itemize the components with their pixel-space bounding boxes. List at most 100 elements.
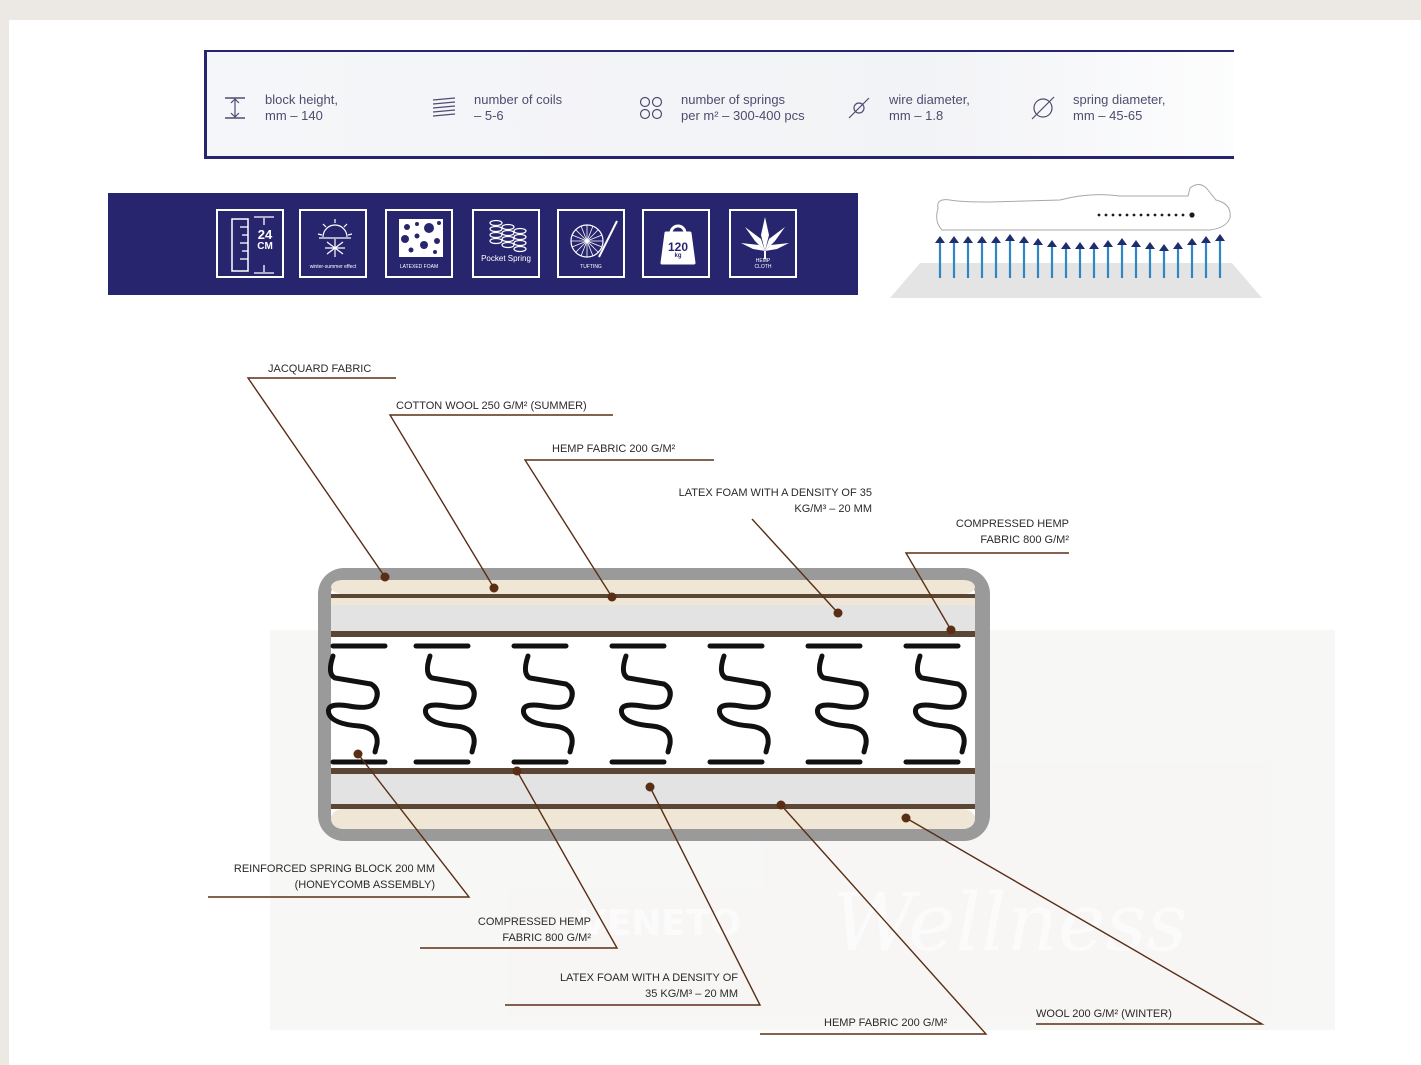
- watermark-brand: VENETO: [579, 903, 741, 944]
- badge-tufting: TUFTING: [557, 209, 625, 278]
- leader-cotton: [388, 414, 613, 589]
- badge-label: winter-summer effect: [309, 264, 357, 270]
- pressure-arrow-head: [949, 236, 959, 243]
- label-wool: WOOL 200 G/M² (WINTER): [1036, 1008, 1172, 1020]
- label-compressed-bottom: COMPRESSED HEMP FABRIC 800 G/M²: [477, 916, 591, 944]
- badge-label: HEMP CLOTH: [754, 258, 772, 270]
- leader-jacquard: [246, 377, 396, 578]
- height-24cm-icon: [231, 216, 274, 274]
- leader-wool: [905, 817, 1265, 1025]
- winter-summer-icon: [317, 219, 353, 257]
- pressure-arrow-head: [1117, 238, 1127, 245]
- label-jacquard: JACQUARD FABRIC: [268, 363, 372, 375]
- pressure-arrow-head: [1103, 240, 1113, 247]
- badge-weight: 120 kg: [642, 209, 710, 278]
- spec-coils: number of coils – 5-6: [430, 92, 562, 124]
- page-border-top: [0, 0, 1421, 20]
- layer-latex-top: [331, 605, 975, 631]
- spec-spring-diameter: spring diameter, mm – 45-65: [1029, 92, 1166, 124]
- badge-pocket-spring: Pocket Spring: [472, 209, 540, 278]
- leader-dot: [607, 592, 617, 602]
- pressure-arrow-head: [1187, 238, 1197, 245]
- leader-dot: [489, 583, 499, 593]
- leader-dot: [776, 800, 786, 810]
- spec-wire: wire diameter, mm – 1.8: [845, 92, 970, 124]
- label-hemp-top: HEMP FABRIC 200 G/M²: [552, 443, 676, 455]
- badge-value: 120: [667, 240, 689, 254]
- leader-dot: [645, 782, 655, 792]
- layer-cotton: [331, 598, 975, 605]
- leader-latex-top: [751, 518, 839, 614]
- layer-compressed-bottom: [331, 768, 975, 774]
- layer-jacquard: [331, 580, 975, 594]
- pressure-arrow-head: [1173, 242, 1183, 249]
- badge-label: TUFTING: [580, 264, 602, 270]
- spring-block: [325, 643, 967, 765]
- pressure-arrow-head: [1033, 238, 1043, 245]
- leader-spring-block: [208, 753, 471, 898]
- pressure-arrow-head: [935, 236, 945, 243]
- badge-value: 24: [257, 227, 273, 242]
- spring-coil: [422, 653, 477, 755]
- spec-springs: number of springs per m² – 300-400 pcs: [637, 92, 805, 124]
- mattress-inner: [331, 580, 975, 829]
- spring-diameter-icon: [1031, 96, 1055, 120]
- leader-lines: [208, 377, 1265, 1035]
- feature-badge-bar: 24 CM winter-summer effect: [108, 193, 858, 295]
- pressure-arrow-head: [1201, 236, 1211, 243]
- leader-compressed-bottom: [420, 770, 619, 949]
- leader-dot: [901, 813, 911, 823]
- badge-latex: LATEXED FOAM: [385, 209, 453, 278]
- page-border-left: [0, 0, 9, 1065]
- pressure-arrow-head: [1215, 234, 1225, 241]
- spring-coil: [325, 653, 380, 755]
- spring-coil: [912, 653, 967, 755]
- spring-coil: [716, 653, 771, 755]
- layer-compressed-top: [331, 631, 975, 637]
- label-compressed-top: COMPRESSED HEMP FABRIC 800 G/M²: [955, 518, 1069, 546]
- spec-strip: block height, mm – 140 number of coils –…: [204, 50, 1234, 159]
- label-spring-block: REINFORCED SPRING BLOCK 200 MM (HONEYCOM…: [233, 863, 435, 891]
- label-latex-top: LATEX FOAM WITH A DENSITY OF 35 KG/M³ – …: [678, 487, 872, 515]
- leader-dot: [512, 766, 522, 776]
- spec-text: number of springs per m² – 300-400 pcs: [681, 92, 805, 123]
- coils-icon: [432, 97, 456, 117]
- leader-compressed-top: [904, 552, 1069, 631]
- pocket-spring-icon: [489, 219, 527, 253]
- wire-diameter-icon: [848, 97, 870, 119]
- leader-dot: [353, 749, 363, 759]
- pressure-arrows: [935, 234, 1225, 278]
- weight-120kg-icon: [660, 224, 696, 265]
- badge-hemp: HEMP CLOTH: [729, 209, 797, 278]
- badge-unit: CM: [257, 241, 273, 252]
- leader-hemp-top: [523, 459, 714, 598]
- spec-text: block height, mm – 140: [265, 92, 338, 123]
- leader-dot: [833, 608, 843, 618]
- pressure-arrow-head: [977, 236, 987, 243]
- pressure-arrow-head: [1075, 242, 1085, 249]
- tufting-icon: [570, 220, 618, 258]
- badge-height: 24 CM: [216, 209, 284, 278]
- spring-coil: [814, 653, 869, 755]
- layer-hemp-top: [331, 594, 975, 598]
- block-height-icon: [225, 97, 245, 119]
- pressure-arrow-head: [1047, 240, 1057, 247]
- spec-block-height: block height, mm – 140: [221, 92, 338, 124]
- pressure-arrow-head: [1131, 240, 1141, 247]
- pressure-arrow-head: [1145, 242, 1155, 249]
- body-pressure-illustration: [890, 184, 1262, 298]
- leader-hemp-bottom: [760, 804, 988, 1035]
- label-cotton: COTTON WOOL 250 G/M² (SUMMER): [396, 400, 587, 412]
- leader-dot: [380, 572, 390, 582]
- watermark-script: Wellness: [832, 876, 1187, 969]
- label-latex-bottom: LATEX FOAM WITH A DENSITY OF 35 KG/M³ – …: [559, 972, 738, 1000]
- badge-unit: kg: [674, 253, 682, 259]
- pressure-arrow-head: [1089, 242, 1099, 249]
- spec-text: wire diameter, mm – 1.8: [889, 92, 970, 123]
- pressure-arrow-head: [1061, 242, 1071, 249]
- leader-latex-bottom: [505, 786, 762, 1006]
- badge-winter-summer: winter-summer effect: [299, 209, 367, 278]
- pressure-arrow-head: [1005, 234, 1015, 241]
- spring-coil: [618, 653, 673, 755]
- pressure-arrow-head: [1019, 236, 1029, 243]
